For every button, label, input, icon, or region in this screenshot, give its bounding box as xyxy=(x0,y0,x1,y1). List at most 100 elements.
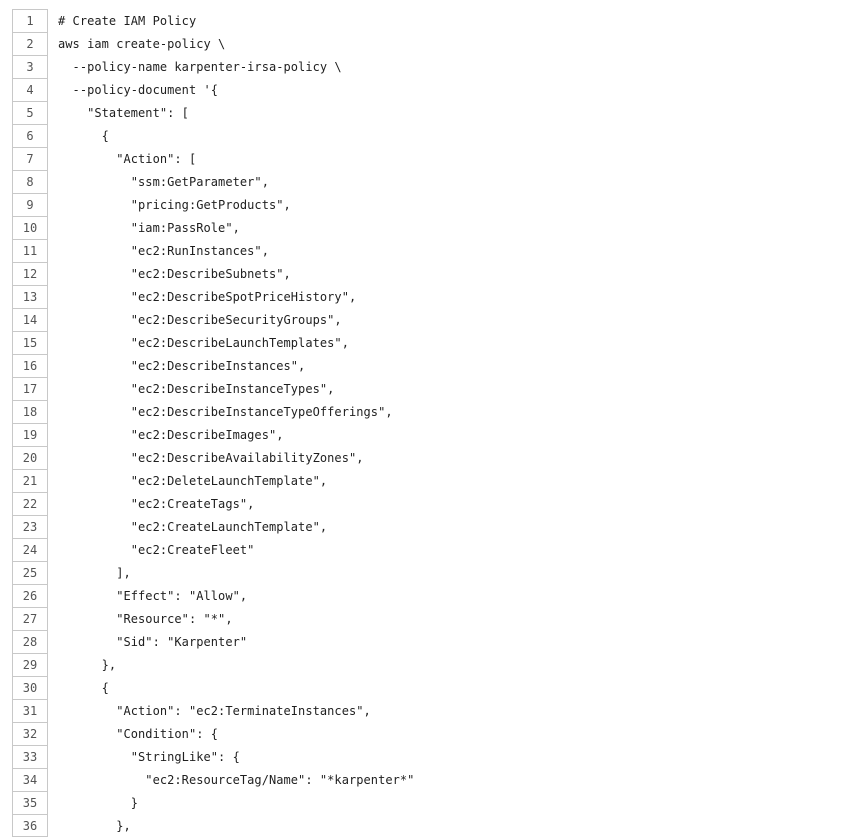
code-line: 26 "Effect": "Allow", xyxy=(12,584,856,607)
code-line: 11 "ec2:RunInstances", xyxy=(12,239,856,262)
code-text[interactable]: { xyxy=(58,680,109,695)
code-line: 33 "StringLike": { xyxy=(12,745,856,768)
line-number: 34 xyxy=(12,768,48,791)
code-line: 16 "ec2:DescribeInstances", xyxy=(12,354,856,377)
line-number: 15 xyxy=(12,331,48,354)
code-line: 18 "ec2:DescribeInstanceTypeOfferings", xyxy=(12,400,856,423)
line-number: 31 xyxy=(12,699,48,722)
code-line: 17 "ec2:DescribeInstanceTypes", xyxy=(12,377,856,400)
code-text[interactable]: "ec2:DescribeLaunchTemplates", xyxy=(58,335,349,350)
line-number: 6 xyxy=(12,124,48,147)
code-text[interactable]: { xyxy=(58,128,109,143)
code-text[interactable]: "ec2:DeleteLaunchTemplate", xyxy=(58,473,328,488)
code-text[interactable]: # Create IAM Policy xyxy=(58,13,197,28)
code-line: 9 "pricing:GetProducts", xyxy=(12,193,856,216)
line-number: 7 xyxy=(12,147,48,170)
code-text[interactable]: aws iam create-policy \ xyxy=(58,36,226,51)
line-number: 1 xyxy=(12,9,48,32)
code-text[interactable]: "ec2:ResourceTag/Name": "*karpenter*" xyxy=(58,772,415,787)
code-line: 13 "ec2:DescribeSpotPriceHistory", xyxy=(12,285,856,308)
code-line: 32 "Condition": { xyxy=(12,722,856,745)
line-number: 14 xyxy=(12,308,48,331)
code-line: 25 ], xyxy=(12,561,856,584)
code-line: 12 "ec2:DescribeSubnets", xyxy=(12,262,856,285)
line-number: 23 xyxy=(12,515,48,538)
code-text[interactable]: "ec2:DescribeInstanceTypes", xyxy=(58,381,335,396)
code-text[interactable]: }, xyxy=(58,657,117,672)
code-text[interactable]: "Action": "ec2:TerminateInstances", xyxy=(58,703,371,718)
line-number: 35 xyxy=(12,791,48,814)
code-text[interactable]: --policy-name karpenter-irsa-policy \ xyxy=(58,59,342,74)
line-number: 21 xyxy=(12,469,48,492)
code-text[interactable]: "Effect": "Allow", xyxy=(58,588,248,603)
code-line: 24 "ec2:CreateFleet" xyxy=(12,538,856,561)
code-text[interactable]: "ec2:CreateTags", xyxy=(58,496,255,511)
code-line: 31 "Action": "ec2:TerminateInstances", xyxy=(12,699,856,722)
code-text[interactable]: "iam:PassRole", xyxy=(58,220,240,235)
code-text[interactable]: "Condition": { xyxy=(58,726,219,741)
line-number: 8 xyxy=(12,170,48,193)
code-text[interactable]: ], xyxy=(58,565,131,580)
code-text[interactable]: "ec2:DescribeInstanceTypeOfferings", xyxy=(58,404,393,419)
line-number: 27 xyxy=(12,607,48,630)
code-line: 8 "ssm:GetParameter", xyxy=(12,170,856,193)
code-text[interactable]: "ssm:GetParameter", xyxy=(58,174,269,189)
code-line: 34 "ec2:ResourceTag/Name": "*karpenter*" xyxy=(12,768,856,791)
line-number: 16 xyxy=(12,354,48,377)
code-line: 4 --policy-document '{ xyxy=(12,78,856,101)
code-line: 21 "ec2:DeleteLaunchTemplate", xyxy=(12,469,856,492)
code-line: 19 "ec2:DescribeImages", xyxy=(12,423,856,446)
code-text[interactable]: "Resource": "*", xyxy=(58,611,233,626)
code-text[interactable]: "ec2:DescribeSubnets", xyxy=(58,266,291,281)
line-number: 3 xyxy=(12,55,48,78)
code-text[interactable]: "Statement": [ xyxy=(58,105,189,120)
code-line: 6 { xyxy=(12,124,856,147)
code-line: 36 }, xyxy=(12,814,856,837)
line-number: 13 xyxy=(12,285,48,308)
code-text[interactable]: --policy-document '{ xyxy=(58,82,219,97)
line-number: 28 xyxy=(12,630,48,653)
code-line: 23 "ec2:CreateLaunchTemplate", xyxy=(12,515,856,538)
code-line: 22 "ec2:CreateTags", xyxy=(12,492,856,515)
code-text[interactable]: "ec2:DescribeImages", xyxy=(58,427,284,442)
code-line: 10 "iam:PassRole", xyxy=(12,216,856,239)
code-line: 30 { xyxy=(12,676,856,699)
code-line: 35 } xyxy=(12,791,856,814)
code-text[interactable]: "ec2:DescribeSecurityGroups", xyxy=(58,312,342,327)
code-line: 20 "ec2:DescribeAvailabilityZones", xyxy=(12,446,856,469)
code-text[interactable]: "ec2:CreateFleet" xyxy=(58,542,255,557)
code-text[interactable]: "ec2:DescribeAvailabilityZones", xyxy=(58,450,364,465)
line-number: 9 xyxy=(12,193,48,216)
line-number: 36 xyxy=(12,814,48,837)
code-text[interactable]: "ec2:DescribeInstances", xyxy=(58,358,306,373)
code-text[interactable]: "ec2:CreateLaunchTemplate", xyxy=(58,519,328,534)
code-line: 27 "Resource": "*", xyxy=(12,607,856,630)
code-text[interactable]: "StringLike": { xyxy=(58,749,240,764)
line-number: 20 xyxy=(12,446,48,469)
code-view: 1 # Create IAM Policy 2 aws iam create-poli… xyxy=(12,9,856,837)
code-line: 2 aws iam create-policy \ xyxy=(12,32,856,55)
code-line: 28 "Sid": "Karpenter" xyxy=(12,630,856,653)
code-line: 5 "Statement": [ xyxy=(12,101,856,124)
line-number: 30 xyxy=(12,676,48,699)
code-text[interactable]: "Sid": "Karpenter" xyxy=(58,634,248,649)
line-number: 24 xyxy=(12,538,48,561)
line-number: 19 xyxy=(12,423,48,446)
code-line: 15 "ec2:DescribeLaunchTemplates", xyxy=(12,331,856,354)
code-text[interactable]: } xyxy=(58,795,139,810)
code-line: 1 # Create IAM Policy xyxy=(12,9,856,32)
code-text[interactable]: "ec2:RunInstances", xyxy=(58,243,269,258)
code-text[interactable]: "Action": [ xyxy=(58,151,197,166)
line-number: 11 xyxy=(12,239,48,262)
line-number: 32 xyxy=(12,722,48,745)
code-line: 7 "Action": [ xyxy=(12,147,856,170)
code-text[interactable]: "pricing:GetProducts", xyxy=(58,197,291,212)
line-number: 2 xyxy=(12,32,48,55)
code-line: 3 --policy-name karpenter-irsa-policy \ xyxy=(12,55,856,78)
line-number: 5 xyxy=(12,101,48,124)
code-text[interactable]: }, xyxy=(58,818,131,833)
line-number: 25 xyxy=(12,561,48,584)
line-number: 17 xyxy=(12,377,48,400)
line-number: 22 xyxy=(12,492,48,515)
code-text[interactable]: "ec2:DescribeSpotPriceHistory", xyxy=(58,289,357,304)
